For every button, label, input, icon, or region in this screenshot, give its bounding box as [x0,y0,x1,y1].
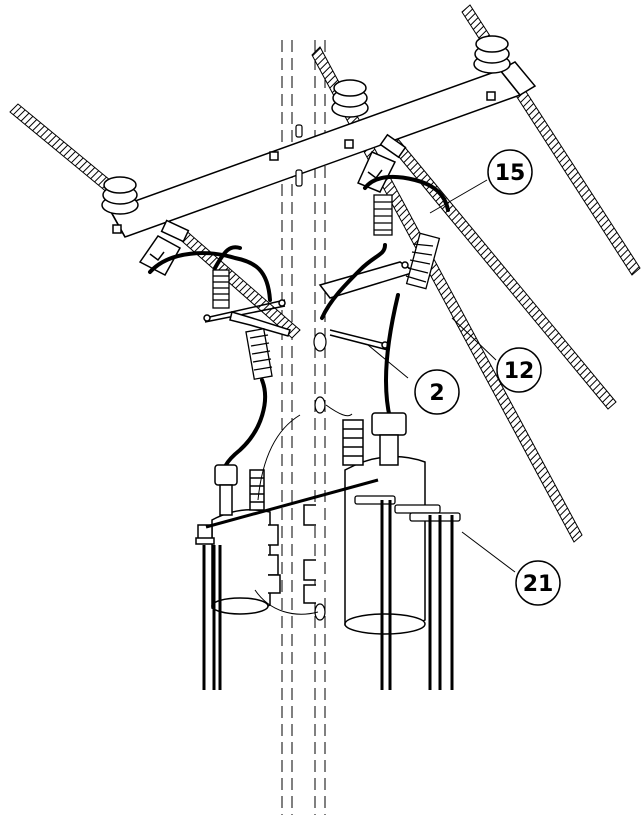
insulator-left [102,177,138,214]
transformer-left [196,465,280,614]
pole-bolts [296,125,326,620]
callout-12-label: 12 [504,359,535,384]
transformer-right [304,413,425,634]
callout-15-label: 15 [495,161,526,186]
crossarm [110,62,535,237]
insulator-right [474,36,510,73]
callout-2: 2 [415,370,459,414]
callout-2-label: 2 [429,381,444,406]
arrester-right-a [374,195,392,235]
arrester-left-a [213,270,229,308]
arrester-left-b [246,329,272,379]
callout-21-label: 21 [523,572,554,597]
callout-15: 15 [488,150,532,194]
insulator-center [332,80,368,117]
cutout-right [320,135,415,350]
callout-12: 12 [497,348,541,392]
pin-insulators [102,36,510,214]
callout-21: 21 [516,561,560,605]
